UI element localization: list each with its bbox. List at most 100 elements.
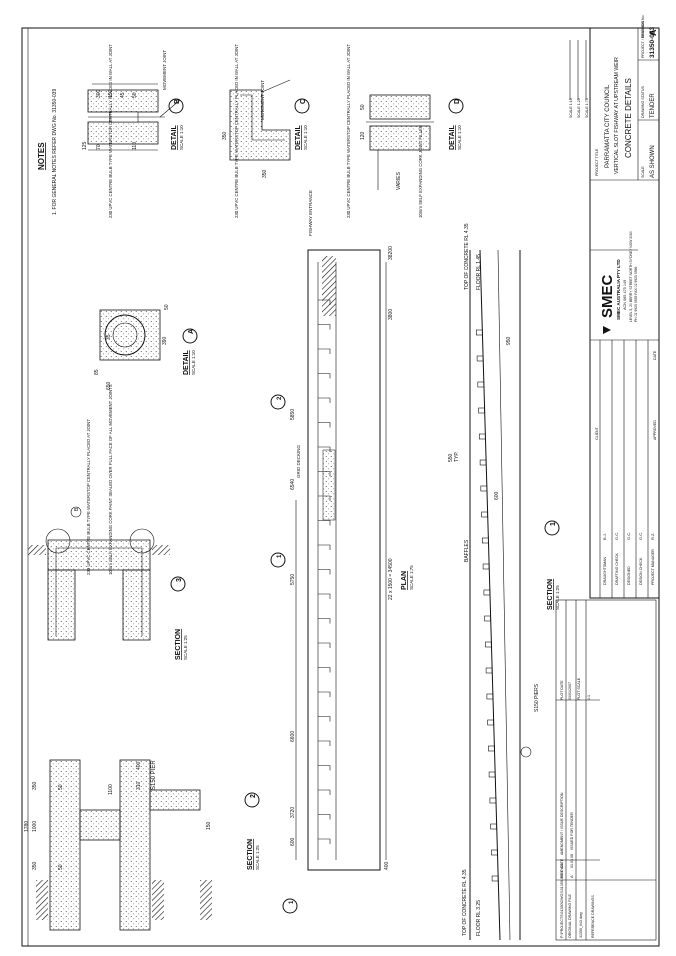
section1-baffle bbox=[488, 771, 496, 778]
plan-scale: SCALE 1:75 bbox=[409, 565, 414, 590]
tb-initials: G.C. bbox=[626, 532, 631, 540]
plan-dim: 600 bbox=[290, 837, 296, 846]
detail-b-scale: SCALE 1:10 bbox=[179, 125, 184, 150]
section1-baffle bbox=[487, 719, 494, 726]
plan-baffle bbox=[318, 324, 331, 330]
detail-b-dim: 45 bbox=[120, 92, 126, 98]
section1-baffle bbox=[483, 589, 491, 596]
section1-baffle bbox=[479, 459, 487, 466]
tb-logo-icon bbox=[603, 326, 611, 334]
tb-scale-bar-2: SCALE 1:25 bbox=[577, 98, 581, 118]
plan-dim: 6540 bbox=[290, 479, 296, 490]
plan-grid: GRID DECKING bbox=[296, 444, 301, 478]
tb-status-label: DRAWING STATUS bbox=[641, 86, 645, 118]
section-2-dim: 310 bbox=[136, 781, 142, 790]
detail-a-dim: 85 bbox=[94, 369, 100, 375]
plan-dim: 3720 bbox=[290, 807, 296, 818]
section1-baffle bbox=[485, 641, 492, 648]
tb-status-value: TENDER bbox=[650, 93, 656, 118]
section-3-note: 10mm SELF EXPANDING CORK PAINT SEALED OV… bbox=[108, 384, 113, 575]
plan-baffle bbox=[318, 397, 331, 403]
detail-b-label: MOVEMENT JOINT bbox=[162, 50, 167, 90]
detail-b-bubble bbox=[168, 98, 184, 114]
section-1-callout bbox=[520, 746, 532, 758]
tb-role: DRAUGHTSMAN bbox=[603, 556, 607, 585]
section-2: 1780 1000 350 350 50 50 1100 310 400 150… bbox=[24, 759, 260, 931]
section1-baffle bbox=[488, 745, 495, 752]
section1-baffle bbox=[475, 329, 483, 336]
tb-role: PROJECT MANAGER bbox=[651, 549, 655, 585]
detail-d-note: 230 UPVC CENTRE BULB TYPE WATERSTOP CENT… bbox=[346, 44, 351, 218]
detail-a-dim: 50 bbox=[164, 304, 170, 310]
plan-baffle bbox=[318, 789, 331, 795]
detail-b-dim: 110 bbox=[132, 142, 138, 150]
plan-baffle bbox=[318, 446, 331, 452]
detail-d-dim: 50 bbox=[360, 104, 366, 110]
detail-c-label: MOVEMENT JOINT bbox=[260, 80, 265, 120]
detail-c-dim: 350 bbox=[222, 131, 228, 140]
detail-b: 300 150 45 50 70 110 125 MOVEMENT JOINT … bbox=[82, 44, 184, 218]
detail-d-dim: VARIES bbox=[396, 171, 402, 190]
section-1: BAFFLES S150 PIERS TYP. 550 600 950 TOP … bbox=[448, 223, 560, 941]
section1-baffle bbox=[482, 563, 490, 570]
section-2-dim: 1100 bbox=[108, 784, 114, 795]
plan-dim: 5750 bbox=[290, 574, 296, 585]
tb-rev: A bbox=[648, 29, 658, 36]
tb-logo: SMEC bbox=[599, 274, 616, 318]
detail-d-scale: SCALE 1:10 bbox=[457, 125, 462, 150]
plan-entrance: FISHWAY ENTRANCE bbox=[308, 190, 313, 236]
section-2-dim: 150 bbox=[206, 821, 212, 830]
marker-tag: 2 bbox=[277, 396, 283, 400]
plan-baffle bbox=[318, 471, 331, 477]
detail-a-dim: 650 bbox=[106, 381, 112, 390]
section-1-baffles-label: BAFFLES bbox=[464, 539, 470, 562]
section-1-bubble bbox=[544, 520, 560, 536]
section-2-pier: S150 PIER bbox=[151, 760, 157, 790]
section-2-dim: 50 bbox=[58, 864, 64, 870]
section-2-bubble bbox=[244, 792, 260, 808]
section-1-title: SECTION bbox=[547, 579, 554, 610]
rev-date: 01.03.08 bbox=[570, 854, 574, 868]
revision-block: P:\PROJECTS\31350\DWGS\31350-043.DWG ORI… bbox=[555, 599, 657, 941]
rev-letter: A bbox=[569, 875, 574, 878]
detail-d-note: 10mm SELF EXPANDING CORK JOINT FILLER bbox=[418, 125, 423, 218]
plan-baffle bbox=[318, 348, 331, 354]
detail-b-dim: 150 bbox=[108, 89, 114, 98]
detail-a-dim: 390 bbox=[162, 336, 168, 345]
section-1-piers-label: S150 PIERS bbox=[534, 683, 540, 712]
detail-c-bubble bbox=[294, 98, 310, 114]
section-1-top-right: TOP OF CONCRETE RL 4.35 bbox=[464, 223, 470, 290]
section-1-floor-right: FLOOR RL 1.45 bbox=[476, 254, 482, 290]
rev-ref: REFERENCE DRAWINGS bbox=[591, 895, 595, 938]
tb-project-no-label: PROJECT / DRAWING No. bbox=[641, 14, 645, 58]
plan-baffle bbox=[318, 765, 331, 771]
detail-d: 50 120 VARIES 230 UPVC CENTRE BULB TYPE … bbox=[346, 44, 464, 218]
section-3-tag: 3 bbox=[176, 578, 183, 582]
rev-desc: ISSUED FOR TENDER bbox=[570, 812, 574, 850]
section-2-tag: 2 bbox=[250, 794, 257, 798]
section1-baffle bbox=[489, 797, 497, 804]
section1-baffle bbox=[481, 511, 488, 518]
plan-baffle bbox=[318, 642, 331, 648]
plan-baffle bbox=[318, 544, 331, 550]
plan-baffle bbox=[318, 299, 331, 305]
plan-baffle bbox=[318, 422, 331, 428]
plan-overall: 22 x 1500 = 34500 bbox=[388, 558, 394, 600]
tb-client: PARRAMATTA CITY COUNCIL bbox=[605, 84, 611, 168]
tb-phone: PH 02 9925 5555 FAX 02 9925 5566 bbox=[634, 266, 638, 322]
detail-d-dim: 120 bbox=[360, 131, 366, 140]
section-1-floor-left: FLOOR RL 3.25 bbox=[476, 900, 482, 936]
tb-initials: B.J. bbox=[602, 533, 607, 540]
detail-a-tag: A bbox=[188, 329, 195, 334]
detail-a-title: DETAIL bbox=[183, 350, 190, 375]
tb-approved: APPROVED bbox=[653, 420, 657, 440]
detail-b-dim: 70 bbox=[96, 144, 102, 150]
section1-baffle bbox=[478, 433, 486, 440]
tb-initials: R.Z. bbox=[650, 532, 655, 540]
detail-a-bubble bbox=[182, 328, 198, 344]
section-2-title: SECTION bbox=[247, 839, 254, 870]
section-1-top-left: TOP OF CONCRETE RL 4.35 bbox=[462, 869, 468, 936]
detail-b-note: 230 UPVC CENTRE BULB TYPE WATERSTOP CENT… bbox=[108, 44, 113, 218]
section-1-dim: 950 bbox=[506, 336, 512, 345]
tb-role: DRAFTING CHECK bbox=[615, 552, 619, 585]
